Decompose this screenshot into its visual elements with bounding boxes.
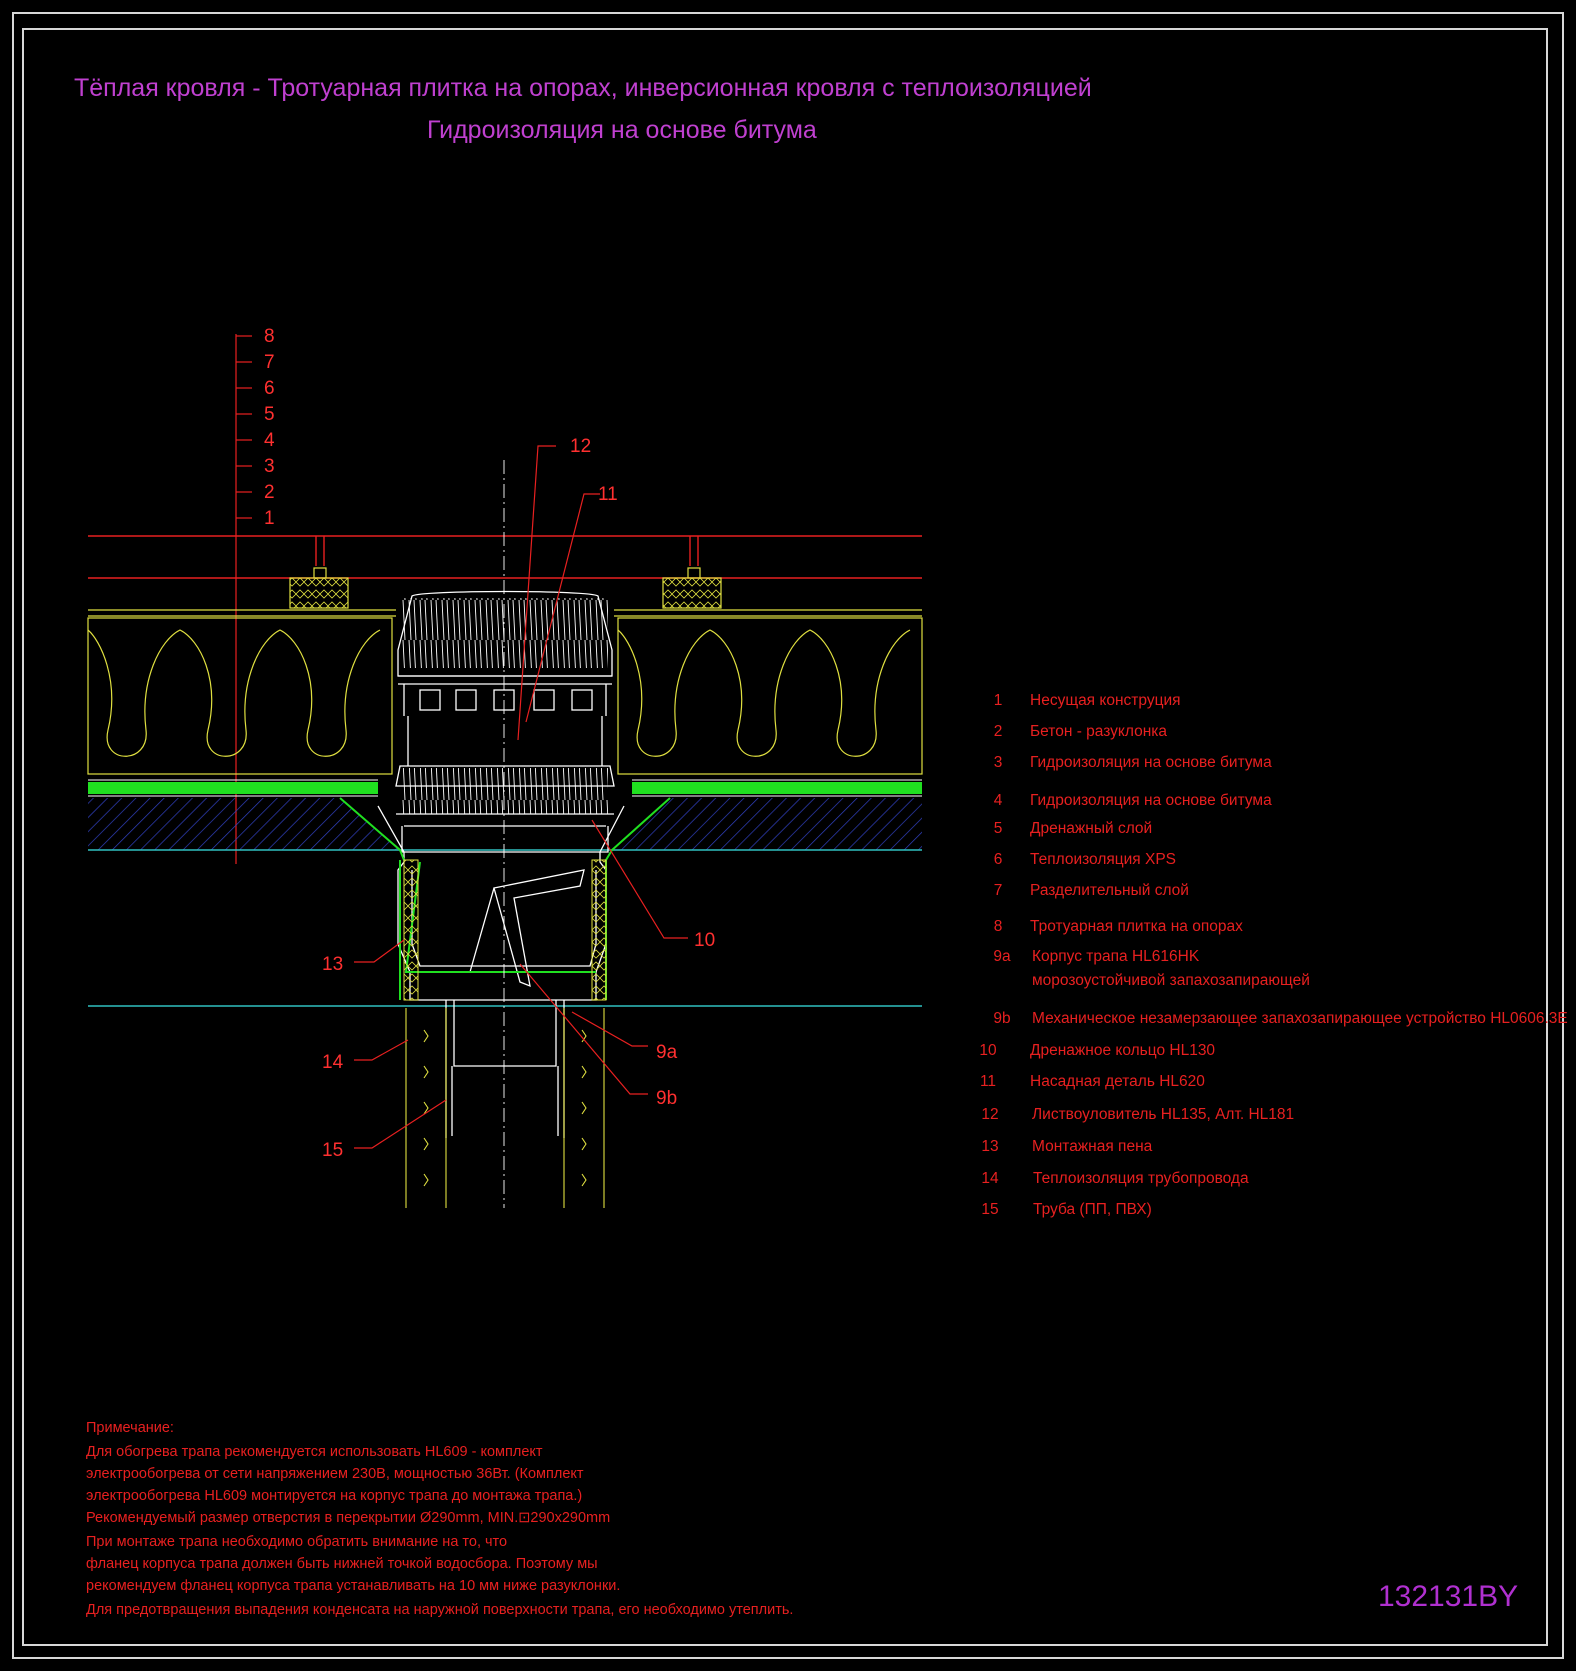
drawing-frame-outer: [12, 12, 1564, 1659]
pipe-insulation: [405, 1008, 605, 1208]
drawing-frame-inner: [22, 28, 1548, 1646]
drawing-code: 132131BY: [1378, 1580, 1519, 1613]
notes-line: электрообогрева от сети напряжением 230В…: [86, 1466, 584, 1482]
layer-number: 4: [264, 430, 275, 451]
layer-number: 5: [264, 404, 275, 425]
callout-9b: 9b: [656, 1088, 677, 1109]
notes-line: При монтаже трапа необходимо обратить вн…: [86, 1534, 508, 1550]
callout-12: 12: [570, 436, 591, 457]
notes-line: Рекомендуемый размер отверстия в перекры…: [86, 1510, 611, 1526]
layer-number: 1: [264, 508, 275, 529]
layer-number: 7: [264, 352, 275, 373]
notes-heading: Примечание:: [86, 1420, 174, 1436]
callout-11: 11: [598, 484, 618, 505]
layer-number: 6: [264, 378, 275, 399]
notes-block: Примечание: Для обогрева трапа рекоменду…: [86, 1417, 794, 1621]
drawing-subtitle: Гидроизоляция на основе битума: [427, 116, 817, 144]
concrete-slope: [88, 798, 922, 851]
xps-insulation: [87, 617, 923, 775]
layer-number: 3: [264, 456, 275, 477]
mounting-foam: [403, 859, 607, 1001]
callout-13: 13: [322, 954, 343, 975]
waterproofing-membrane: [339, 797, 671, 1000]
layer-number: 8: [264, 326, 275, 347]
callout-10: 10: [694, 930, 715, 951]
callout-leaders: [354, 445, 688, 1149]
callout-14: 14: [322, 1052, 344, 1073]
drainage-layer: [88, 779, 922, 797]
notes-line: Для предотвращения выпадения конденсата …: [86, 1602, 794, 1618]
layer-leader: 8 7 6 5 4 3 2 1: [235, 326, 275, 864]
notes-line: электрообогрева HL609 монтируется на кор…: [86, 1488, 583, 1504]
notes-line: рекомендуем фланец корпуса трапа устанав…: [86, 1578, 621, 1594]
drawing-title: Тёплая кровля - Тротуарная плитка на опо…: [74, 74, 1092, 102]
layer-number: 2: [264, 482, 275, 503]
callout-9a: 9a: [656, 1042, 678, 1063]
paving-tiles: [88, 535, 922, 579]
separation-layer: [88, 609, 922, 617]
callout-15: 15: [322, 1140, 343, 1161]
notes-line: фланец корпуса трапа должен быть нижней …: [86, 1556, 598, 1572]
tile-pedestals: [289, 567, 722, 609]
notes-line: Для обогрева трапа рекомендуется использ…: [86, 1444, 543, 1460]
